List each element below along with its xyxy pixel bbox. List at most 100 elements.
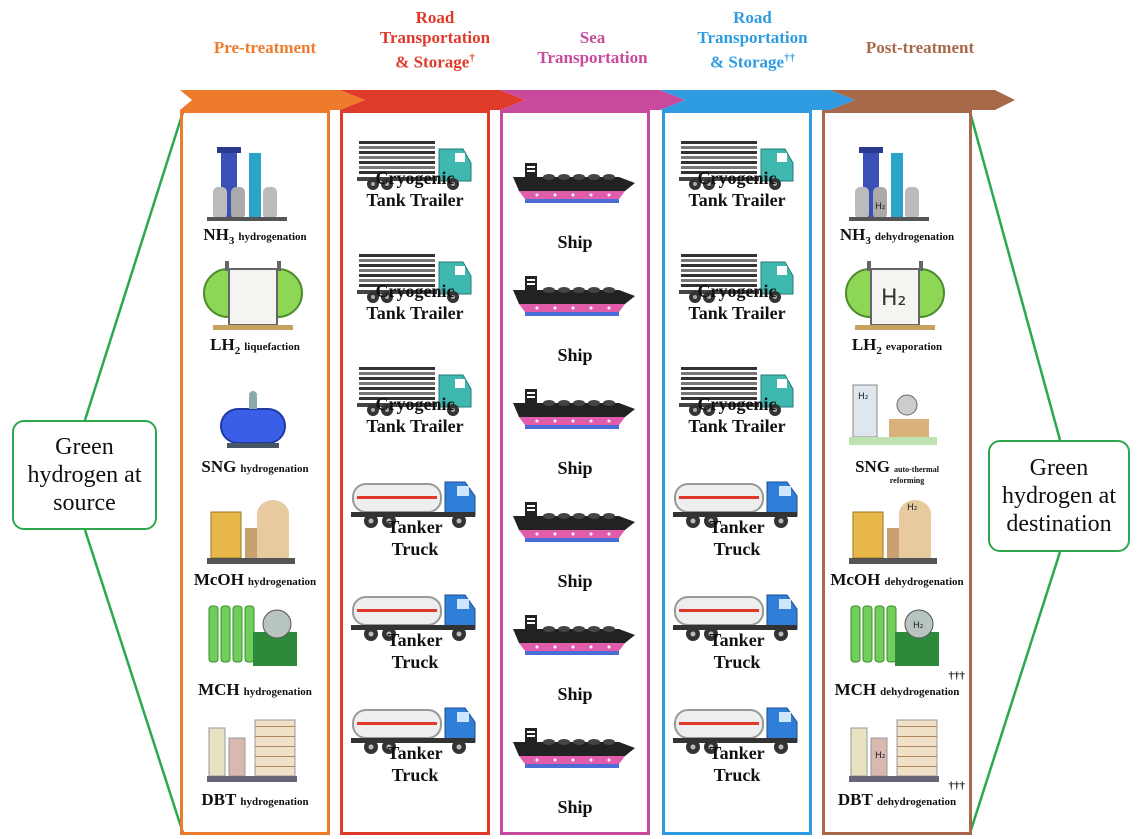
transport-label-line1: Tanker [709,517,765,537]
dbt-plant-icon [203,708,303,793]
chevron-road1 [340,90,525,110]
transport-label-line1: Tanker [709,630,765,650]
process-name: evaporation [885,341,943,353]
svg-text:H₂: H₂ [858,392,869,402]
carrier-subscript: 2 [876,345,882,358]
treatment-label: LH2 evaporation [825,335,969,357]
header-road2-line3-text: & Storage [709,52,785,72]
header-sea-line1: Sea [579,28,606,47]
transport-label-line2: Tank Trailer [688,416,786,436]
header-road-2: Road Transportation & Storage†† [670,8,835,73]
carrier-name: DBT [201,790,237,809]
source-box: Green hydrogen at source [12,420,157,530]
reformer-icon: H₂ [845,375,945,460]
ship-icon [509,159,639,214]
process-name: hydrogenation [247,576,317,588]
chevron-road2 [660,90,855,110]
cryogenic-trailer-icon [355,363,475,423]
ship-icon [509,724,639,779]
destination-text: Green hydrogen at destination [1002,455,1116,537]
destination-top-connector [968,111,1062,441]
process-name: dehydrogenation [884,576,964,588]
carrier-name: SNG [855,457,891,476]
header-road2-line3: & Storage†† [670,48,835,73]
header-posttreatment: Post-treatment [840,38,1000,58]
ship-icon [509,611,639,666]
treatment-label: LH2 liquefaction [183,335,327,357]
ship-label: Ship [557,458,593,478]
transport-label-line2: Tank Trailer [366,416,464,436]
transport-label-line1: Cryogenic [697,281,777,301]
tanker-truck-icon [671,476,801,536]
carrier-subscript: 2 [234,345,241,358]
transport-label-line2: Truck [713,539,761,559]
carrier-name: LH [851,335,877,354]
process-name: auto-thermal [894,465,939,474]
source-top-connector [83,111,185,421]
ship-label: Ship [557,797,593,817]
carrier-name: McOH [193,570,244,589]
carrier-name: SNG [201,457,237,476]
footnote-mark: ††† [948,670,966,682]
lh2-tank-icon [203,253,303,338]
header-road2-mark: †† [784,52,796,64]
process-name: liquefaction [244,341,300,353]
transport-label-line1: Tanker [387,517,443,537]
chevron-post [830,90,1015,110]
footnote-mark: ††† [948,780,966,792]
header-post-text: Post-treatment [865,38,975,57]
mch-plant-icon [203,598,303,683]
cryogenic-trailer-icon [677,363,797,423]
tanker-truck-icon [349,702,479,762]
carrier-name: DBT [837,790,873,809]
process-name: hydrogenation [243,686,312,698]
treatment-label: McOH hydrogenation [183,570,327,590]
treatment-label: NH3 dehydrogenation [825,225,969,247]
carrier-name: NH [203,225,229,244]
header-sea: Sea Transportation [515,28,670,68]
header-pretreatment: Pre-treatment [190,38,340,58]
transport-label-line1: Tanker [709,743,765,763]
tanker-truck-icon [671,589,801,649]
header-road2-line1: Road [733,8,772,27]
transport-label-line1: Cryogenic [697,168,777,188]
transport-label-line2: Truck [391,539,439,559]
source-text: Green hydrogen at source [27,434,142,516]
transport-label-line1: Cryogenic [375,281,455,301]
carrier-name: MCH [834,680,877,699]
svg-text:H₂: H₂ [875,751,886,761]
transport-label-line2: Tank Trailer [366,303,464,323]
header-road2-line2: Transportation [697,28,808,47]
ammonia-cracker-icon: H₂ [845,143,945,228]
header-road1-line1: Road [415,8,455,27]
carrier-subscript: 3 [865,235,871,248]
ship-label: Ship [557,232,593,252]
destination-box: Green hydrogen at destination [988,440,1130,552]
methanol-reformer-icon: H₂ [845,488,945,573]
treatment-label: MCH hydrogenation [183,680,327,700]
carrier-name: MCH [198,680,240,699]
ammonia-plant-icon [203,143,303,228]
destination-bottom-connector [968,551,1062,834]
carrier-name: McOH [830,570,881,589]
transport-label-line2: Tank Trailer [688,190,786,210]
cryogenic-trailer-icon [355,137,475,197]
cryogenic-trailer-icon [355,250,475,310]
process-name: dehydrogenation [880,686,960,698]
transport-label-line2: Truck [713,652,761,672]
dbt-dehydrogenation-icon: H₂ [845,708,945,793]
transport-label-line2: Truck [713,765,761,785]
process-name: dehydrogenation [874,231,955,243]
ship-icon [509,498,639,553]
ship-label: Ship [557,571,593,591]
